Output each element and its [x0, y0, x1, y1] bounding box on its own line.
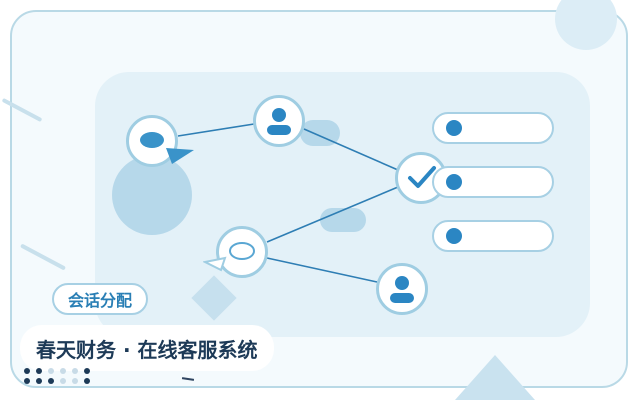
- incoming-chat-node: [216, 226, 268, 278]
- chat-bubble-tail-icon: [203, 256, 227, 272]
- user-icon: [390, 276, 414, 303]
- queue-slot: [432, 220, 554, 252]
- chat-bubble-tail-icon: [166, 148, 194, 164]
- agent-node: [376, 263, 428, 315]
- chat-bubble-icon: [140, 132, 164, 148]
- title-text: 春天财务 · 在线客服系统: [36, 337, 258, 362]
- decor-pill: [320, 208, 366, 232]
- decor-blob: [112, 155, 192, 235]
- agent-node: [253, 95, 305, 147]
- decor-triangle: [455, 355, 535, 400]
- status-dot: [446, 228, 462, 244]
- queue-slot: [432, 112, 554, 144]
- status-dot: [446, 120, 462, 136]
- connector-line: [177, 123, 255, 137]
- tag-session-assignment: 会话分配: [52, 283, 149, 315]
- check-icon: [408, 166, 436, 188]
- tag-label: 会话分配: [68, 291, 133, 310]
- page-title: 春天财务 · 在线客服系统: [20, 325, 274, 371]
- incoming-chat-node: [126, 115, 178, 167]
- connector-line: [303, 128, 399, 171]
- connector-line: [266, 186, 399, 243]
- user-icon: [267, 108, 291, 135]
- status-dot: [446, 174, 462, 190]
- queue-slot: [432, 166, 554, 198]
- chat-bubble-outline-icon: [229, 242, 255, 260]
- decor-circle: [555, 0, 617, 50]
- connector-line: [266, 257, 378, 283]
